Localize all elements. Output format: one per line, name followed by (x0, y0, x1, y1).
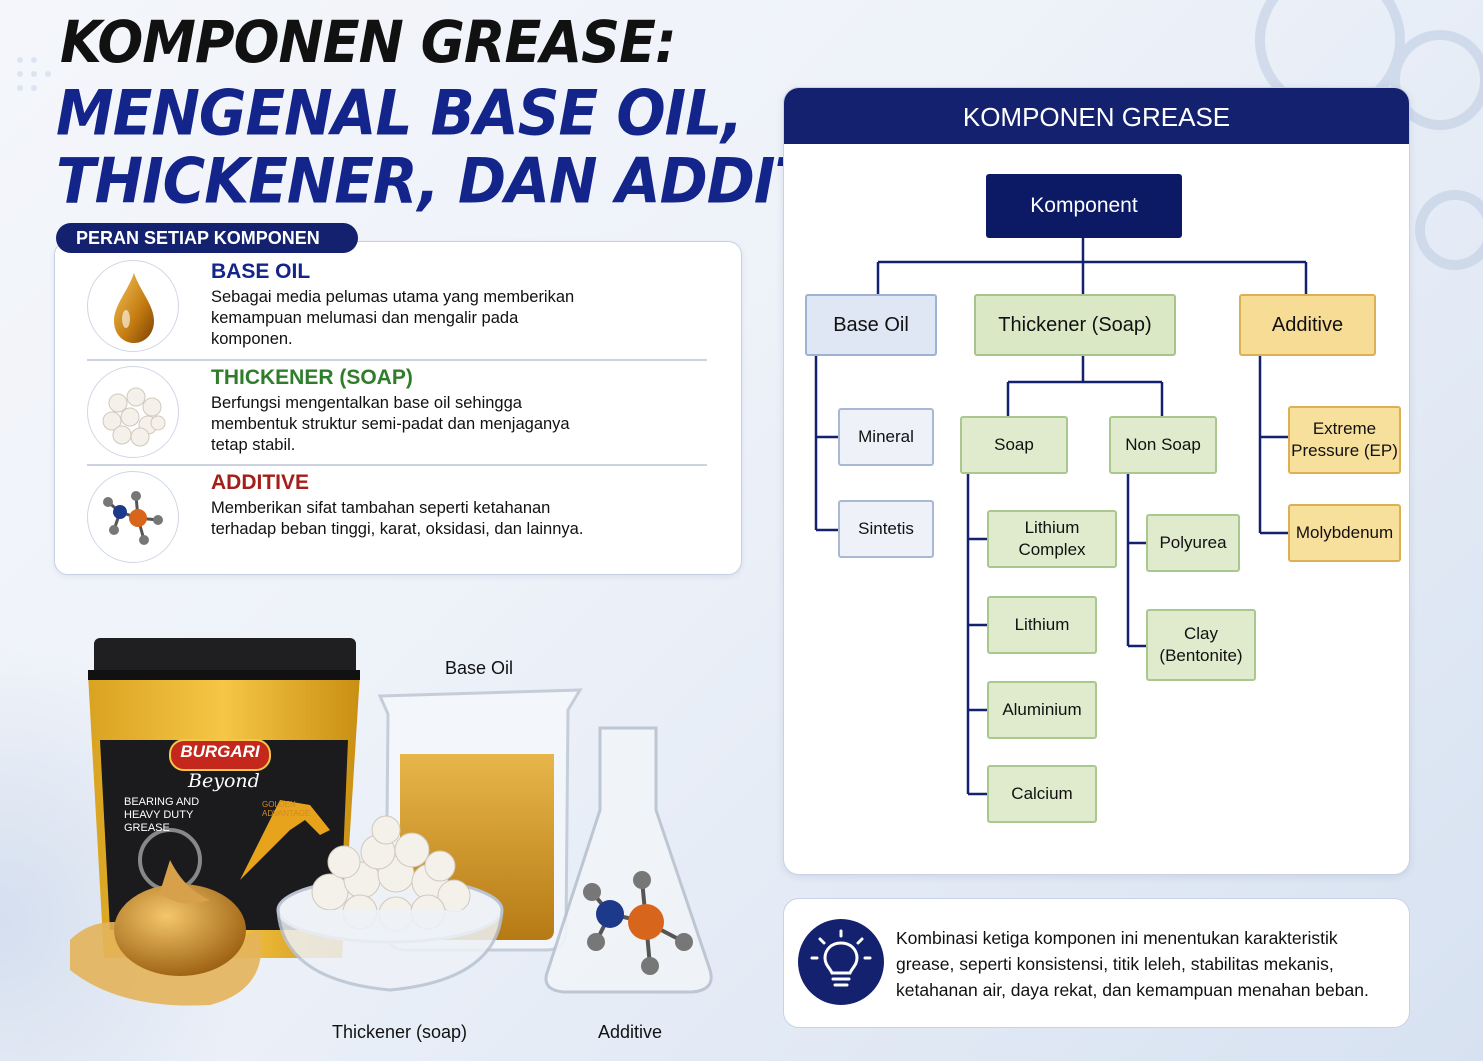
tree-node-base-oil: Base Oil (805, 294, 937, 356)
role-name: ADDITIVE (211, 471, 310, 494)
divider (87, 359, 707, 361)
page-title-line3: THICKENER, DAN ADDITIVE (56, 144, 917, 218)
role-name: BASE OIL (211, 260, 311, 283)
role-name: THICKENER (SOAP) (211, 366, 413, 389)
soap-beads-icon (87, 366, 179, 458)
oil-drop-icon (87, 260, 179, 352)
components-tree-card: KOMPONEN GREASE Kompo (783, 87, 1410, 875)
products-graphic (70, 638, 713, 1006)
tree-node-extreme-pressure: Extreme Pressure (EP) (1288, 406, 1401, 474)
roles-card: BASE OIL Sebagai media pelumas utama yan… (54, 241, 742, 575)
tree-node-root: Komponent (986, 174, 1182, 238)
label-base-oil: Base Oil (445, 658, 514, 678)
role-description: Memberikan sifat tambahan seperti ketaha… (211, 499, 584, 538)
tree-node-non-soap: Non Soap (1109, 416, 1217, 474)
label-additive: Additive (598, 1022, 663, 1042)
tree-connectors (814, 238, 1308, 796)
molecule-icon (87, 471, 179, 563)
page-title-line2: MENGENAL BASE OIL, (56, 76, 743, 150)
tree-node-sintetis: Sintetis (838, 500, 934, 558)
page-title-line1: KOMPONEN GREASE: (60, 8, 677, 77)
tree-node-molybdenum: Molybdenum (1288, 504, 1401, 562)
tree-node-lithium: Lithium (987, 596, 1097, 654)
tree-header: KOMPONEN GREASE (784, 88, 1409, 144)
tree-node-soap: Soap (960, 416, 1068, 474)
tree-node-calcium: Calcium (987, 765, 1097, 823)
tree-node-lithium-complex: Lithium Complex (987, 510, 1117, 568)
role-description: Sebagai media pelumas utama yang memberi… (211, 288, 575, 348)
tree-node-polyurea: Polyurea (1146, 514, 1240, 572)
bucket-side-text: GOLDEN ADVANTAGE (262, 800, 311, 818)
tree-node-aluminium: Aluminium (987, 681, 1097, 739)
tree-node-additive: Additive (1239, 294, 1376, 356)
label-thickener: Thickener (soap) (332, 1022, 468, 1042)
bucket-text: BEARING AND HEAVY DUTY GREASE (124, 796, 200, 834)
lightbulb-icon (798, 919, 884, 1005)
flask (544, 726, 713, 994)
divider (87, 464, 707, 466)
grease-bucket (88, 638, 360, 958)
tree-node-mineral: Mineral (838, 408, 934, 466)
note-text: Kombinasi ketiga komponen ini menentukan… (896, 928, 1369, 1000)
bucket-brand: BURGARI (180, 742, 260, 761)
products-illustration: BURGARI Beyond BEARING AND HEAVY DUTY GR… (60, 630, 740, 1050)
soap-bowl (276, 815, 504, 992)
bucket-subbrand: Beyond (188, 770, 260, 792)
tree-node-thickener: Thickener (Soap) (974, 294, 1176, 356)
role-description: Berfungsi mengentalkan base oil sehingga… (211, 394, 570, 454)
roles-heading: PERAN SETIAP KOMPONEN (56, 223, 358, 253)
tree-node-clay: Clay (Bentonite) (1146, 609, 1256, 681)
note-card: Kombinasi ketiga komponen ini menentukan… (783, 898, 1410, 1028)
